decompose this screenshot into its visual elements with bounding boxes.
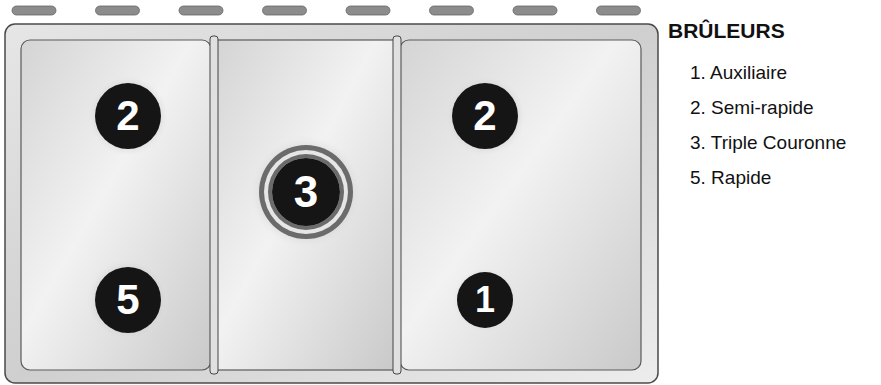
legend-title: BRÛLEURS xyxy=(668,19,785,43)
burner-callout: 5 xyxy=(95,267,161,333)
callout-number: 5 xyxy=(116,279,139,321)
callout-number: 3 xyxy=(294,170,318,214)
burner-rings xyxy=(87,76,525,341)
cooktop-frame xyxy=(5,24,658,383)
burner-name: 2. Semi-rapide xyxy=(690,97,814,119)
burner-callout: 1 xyxy=(457,272,513,328)
burner-name: 1. Auxiliaire xyxy=(690,62,787,84)
divider-ridge xyxy=(393,36,401,374)
burner-name: 5. Rapide xyxy=(690,167,771,189)
left-panel xyxy=(21,40,211,370)
burner-callout: 2 xyxy=(95,83,161,149)
burner-callout: 3 xyxy=(272,158,340,226)
callout-number: 2 xyxy=(116,95,139,137)
divider-ridge xyxy=(210,36,218,374)
control-strip xyxy=(12,6,641,15)
callout-number: 2 xyxy=(473,95,496,137)
burner-callout: 2 xyxy=(452,83,518,149)
right-panel xyxy=(400,40,641,370)
center-panel xyxy=(217,40,394,370)
callout-number: 1 xyxy=(475,282,495,318)
burner-name: 3. Triple Couronne xyxy=(690,132,846,154)
